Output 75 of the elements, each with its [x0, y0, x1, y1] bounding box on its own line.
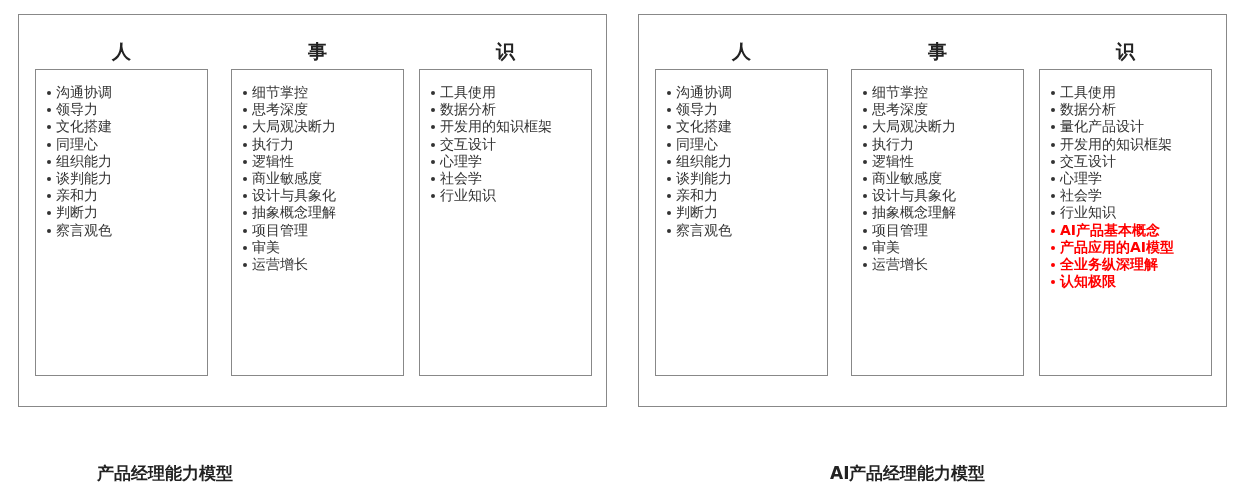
- panel-box: [638, 14, 1227, 407]
- list-item: 抽象概念理解: [862, 204, 956, 222]
- list-item: 文化搭建: [666, 118, 732, 136]
- list-item: 领导力: [46, 101, 98, 119]
- list-item: 工具使用: [1050, 84, 1116, 102]
- list-item: 项目管理: [242, 221, 308, 239]
- column-heading: 人: [110, 39, 132, 64]
- list-item: 亲和力: [666, 187, 718, 205]
- list-item: 审美: [862, 238, 900, 257]
- list-item: 全业务纵深理解: [1050, 256, 1158, 274]
- list-item: 行业知识: [1050, 204, 1116, 222]
- list-item: 审美: [242, 238, 280, 257]
- list-item: 交互设计: [1050, 152, 1116, 170]
- column-heading: 人: [730, 39, 752, 64]
- list-item: 细节掌控: [862, 84, 928, 102]
- list-item: 逻辑性: [242, 152, 294, 170]
- list-item: 文化搭建: [46, 118, 112, 136]
- column-heading: 事: [926, 39, 948, 64]
- list-item: 组织能力: [46, 152, 112, 170]
- list-item: 心理学: [1050, 170, 1102, 188]
- list-item: 数据分析: [430, 101, 496, 119]
- list-box: [35, 69, 208, 376]
- list-box: [419, 69, 592, 376]
- list-item: 同理心: [666, 135, 718, 153]
- list-item: 设计与具象化: [862, 187, 956, 205]
- list-item: 沟通协调: [666, 84, 732, 102]
- list-item: 抽象概念理解: [242, 204, 336, 222]
- list-item: 开发用的知识框架: [430, 118, 552, 136]
- list-item: 大局观决断力: [862, 118, 956, 136]
- list-item: 逻辑性: [862, 152, 914, 170]
- list-item: 商业敏感度: [242, 170, 322, 188]
- list-item: 数据分析: [1050, 101, 1116, 119]
- caption: 产品经理能力模型: [97, 462, 233, 485]
- list-item: 谈判能力: [666, 170, 732, 188]
- list-item: 社会学: [1050, 187, 1102, 205]
- panel-box: [18, 14, 607, 407]
- list-item: 设计与具象化: [242, 187, 336, 205]
- list-item: 社会学: [430, 170, 482, 188]
- list-item: 产品应用的AI模型: [1050, 238, 1175, 257]
- list-item: 细节掌控: [242, 84, 308, 102]
- list-item: AI产品基本概念: [1050, 221, 1161, 239]
- column-heading: 识: [494, 39, 516, 64]
- list-box: [851, 69, 1024, 376]
- list-item: 认知极限: [1050, 273, 1116, 291]
- list-item: 工具使用: [430, 84, 496, 102]
- list-item: 量化产品设计: [1050, 118, 1144, 136]
- list-item: 开发用的知识框架: [1050, 135, 1172, 153]
- list-item: 项目管理: [862, 221, 928, 239]
- list-item: 心理学: [430, 152, 482, 170]
- list-item: 组织能力: [666, 152, 732, 170]
- list-item: 执行力: [862, 135, 914, 153]
- list-item: 思考深度: [862, 101, 928, 119]
- list-item: 察言观色: [666, 221, 732, 239]
- column-heading: 识: [1114, 39, 1136, 64]
- list-item: 判断力: [46, 204, 98, 222]
- list-item: 大局观决断力: [242, 118, 336, 136]
- list-box: [1039, 69, 1212, 376]
- list-box: [231, 69, 404, 376]
- list-item: 亲和力: [46, 187, 98, 205]
- list-item: 运营增长: [242, 256, 308, 274]
- list-item: 商业敏感度: [862, 170, 942, 188]
- list-item: 行业知识: [430, 187, 496, 205]
- list-item: 察言观色: [46, 221, 112, 239]
- list-item: 执行力: [242, 135, 294, 153]
- list-item: 领导力: [666, 101, 718, 119]
- list-item: 思考深度: [242, 101, 308, 119]
- list-item: 谈判能力: [46, 170, 112, 188]
- list-item: 沟通协调: [46, 84, 112, 102]
- list-item: 运营增长: [862, 256, 928, 274]
- caption: AI产品经理能力模型: [830, 462, 986, 485]
- list-item: 判断力: [666, 204, 718, 222]
- list-box: [655, 69, 828, 376]
- column-heading: 事: [306, 39, 328, 64]
- list-item: 交互设计: [430, 135, 496, 153]
- list-item: 同理心: [46, 135, 98, 153]
